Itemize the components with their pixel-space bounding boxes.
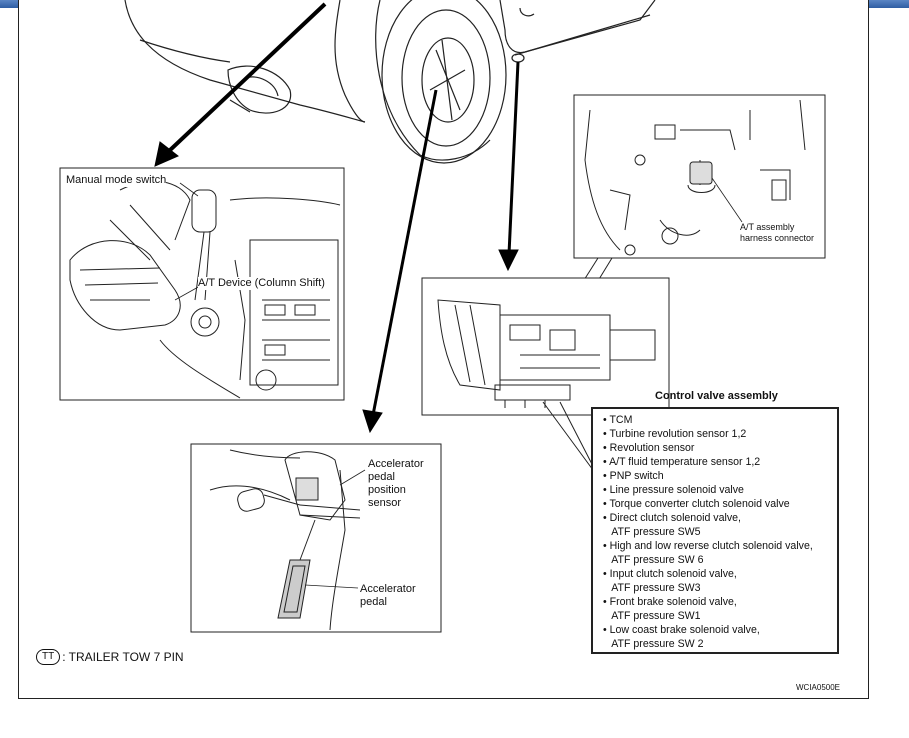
component-list-item: • A/T fluid temperature sensor 1,2 bbox=[603, 456, 761, 468]
app-sensor-label-line4: sensor bbox=[368, 497, 402, 509]
component-list-item: • Turbine revolution sensor 1,2 bbox=[603, 428, 747, 440]
component-list-item: ATF pressure SW 2 bbox=[603, 638, 704, 650]
app-sensor-label-line1: Accelerator bbox=[368, 458, 424, 470]
component-list-item: ATF pressure SW1 bbox=[603, 610, 701, 622]
control-valve-assembly-label: Control valve assembly bbox=[655, 390, 778, 402]
component-list-item: • Revolution sensor bbox=[603, 442, 695, 454]
component-list-item: • Direct clutch solenoid valve, bbox=[603, 512, 741, 524]
legend-text: : TRAILER TOW 7 PIN bbox=[62, 650, 184, 664]
component-list-item: • Torque converter clutch solenoid valve bbox=[603, 498, 790, 510]
at-device-label: A/T Device (Column Shift) bbox=[198, 277, 325, 290]
legend: TT : TRAILER TOW 7 PIN bbox=[36, 649, 184, 665]
harness-connector-label-line2: harness connector bbox=[740, 233, 815, 243]
component-list-item: • High and low reverse clutch solenoid v… bbox=[603, 540, 813, 552]
manual-mode-switch-label: Manual mode switch bbox=[66, 174, 167, 187]
component-list-item: ATF pressure SW3 bbox=[603, 582, 701, 594]
component-list-item: • Line pressure solenoid valve bbox=[603, 484, 744, 496]
component-list-item: • PNP switch bbox=[603, 470, 664, 482]
transmission-inset bbox=[421, 277, 670, 471]
component-list-box: • TCM • Turbine revolution sensor 1,2 • … bbox=[591, 407, 839, 654]
harness-connector-label-line1: A/T assembly bbox=[740, 222, 795, 232]
accelerator-pedal-label-line2: pedal bbox=[360, 596, 387, 608]
harness-connector-inset bbox=[559, 94, 826, 321]
component-list-item: • Front brake solenoid valve, bbox=[603, 596, 737, 608]
component-list-item: • Input clutch solenoid valve, bbox=[603, 568, 737, 580]
figure-code: WCIA0500E bbox=[796, 683, 841, 692]
component-list-item: • Low coast brake solenoid valve, bbox=[603, 624, 760, 636]
app-sensor-label-line3: position bbox=[368, 484, 406, 496]
app-sensor-label-line2: pedal bbox=[368, 471, 395, 483]
pointer-arrows bbox=[154, 2, 520, 434]
trailer-tow-symbol: TT bbox=[36, 649, 61, 665]
component-list-item: ATF pressure SW 6 bbox=[603, 554, 704, 566]
accelerator-pedal-label-line1: Accelerator bbox=[360, 583, 416, 595]
component-list-item: ATF pressure SW5 bbox=[603, 526, 701, 538]
accelerator-pedal-inset bbox=[190, 443, 442, 633]
component-list-item: • TCM bbox=[603, 414, 633, 426]
vehicle-illustration bbox=[124, 0, 656, 164]
